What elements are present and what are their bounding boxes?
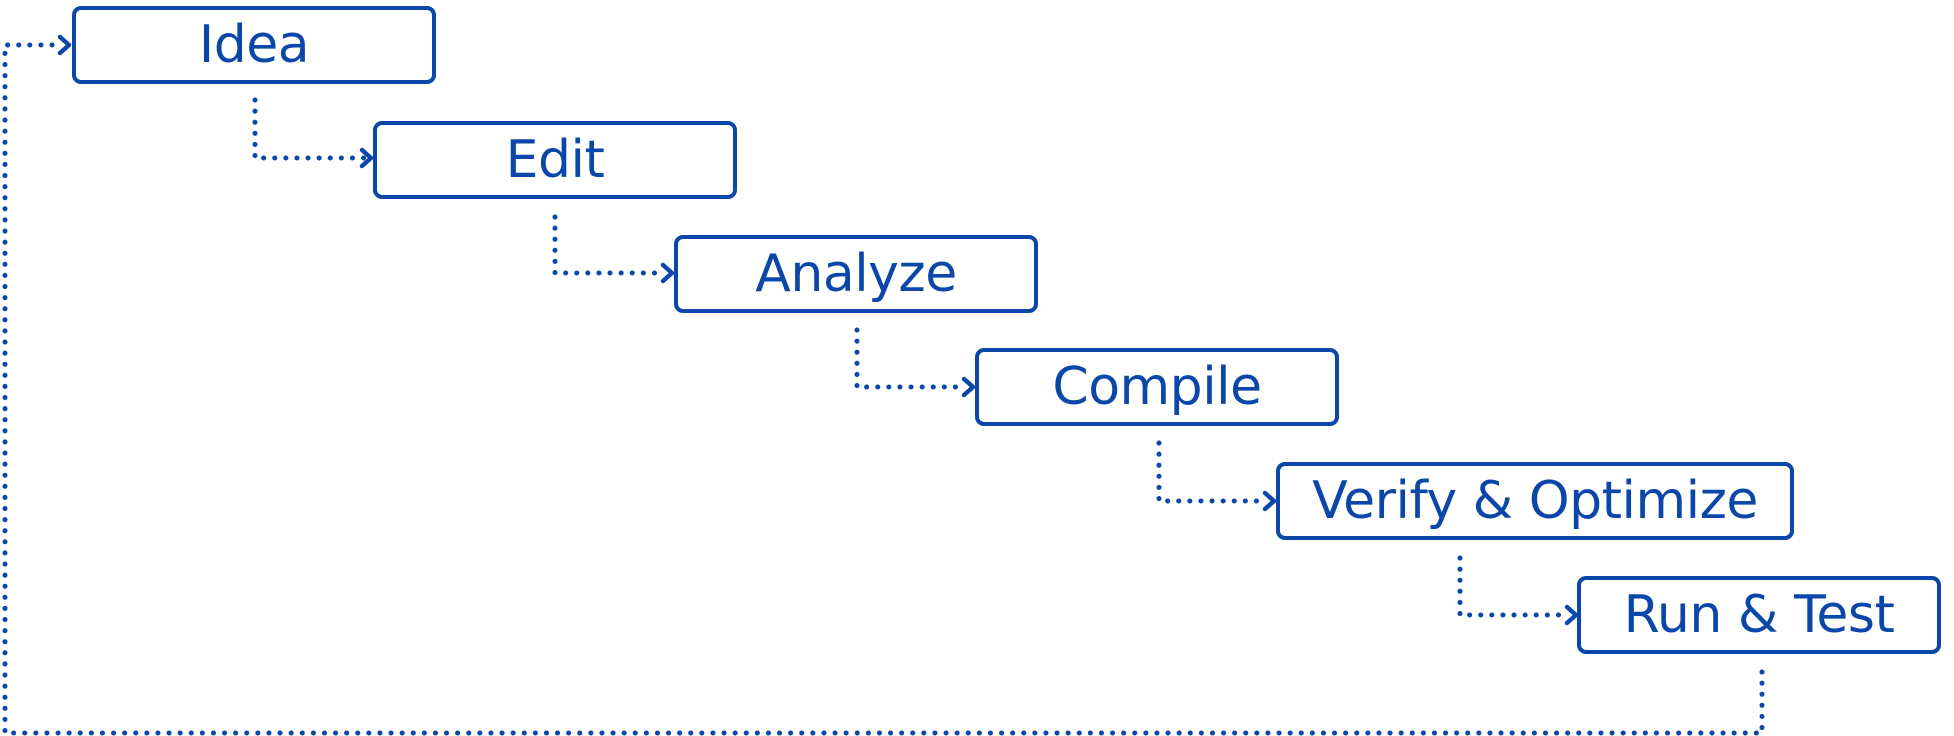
- arrowhead-analyze: [660, 262, 675, 284]
- step-compile: Compile: [975, 348, 1339, 426]
- step-run-test-label: Run & Test: [1623, 585, 1895, 645]
- loop-connector: [2, 42, 1765, 736]
- connector-analyze-compile: [854, 327, 969, 390]
- step-edit: Edit: [373, 121, 737, 199]
- arrowhead-compile: [961, 376, 976, 398]
- step-idea-label: Idea: [198, 15, 310, 75]
- connector-edit-analyze: [552, 214, 668, 276]
- arrowhead-run: [1564, 604, 1579, 626]
- connector-compile-verify: [1156, 440, 1270, 504]
- step-verify-optimize-label: Verify & Optimize: [1312, 471, 1758, 531]
- arrowhead-verify: [1262, 490, 1277, 512]
- step-edit-label: Edit: [505, 130, 605, 190]
- loop-arrowhead: [57, 34, 72, 56]
- connector-idea-edit: [252, 97, 367, 161]
- step-run-test: Run & Test: [1577, 576, 1941, 654]
- step-analyze-label: Analyze: [755, 244, 957, 304]
- step-verify-optimize: Verify & Optimize: [1276, 462, 1794, 540]
- connector-verify-run: [1457, 555, 1572, 618]
- step-analyze: Analyze: [674, 235, 1038, 313]
- arrowhead-edit: [359, 147, 374, 169]
- step-idea: Idea: [72, 6, 436, 84]
- step-compile-label: Compile: [1052, 357, 1262, 417]
